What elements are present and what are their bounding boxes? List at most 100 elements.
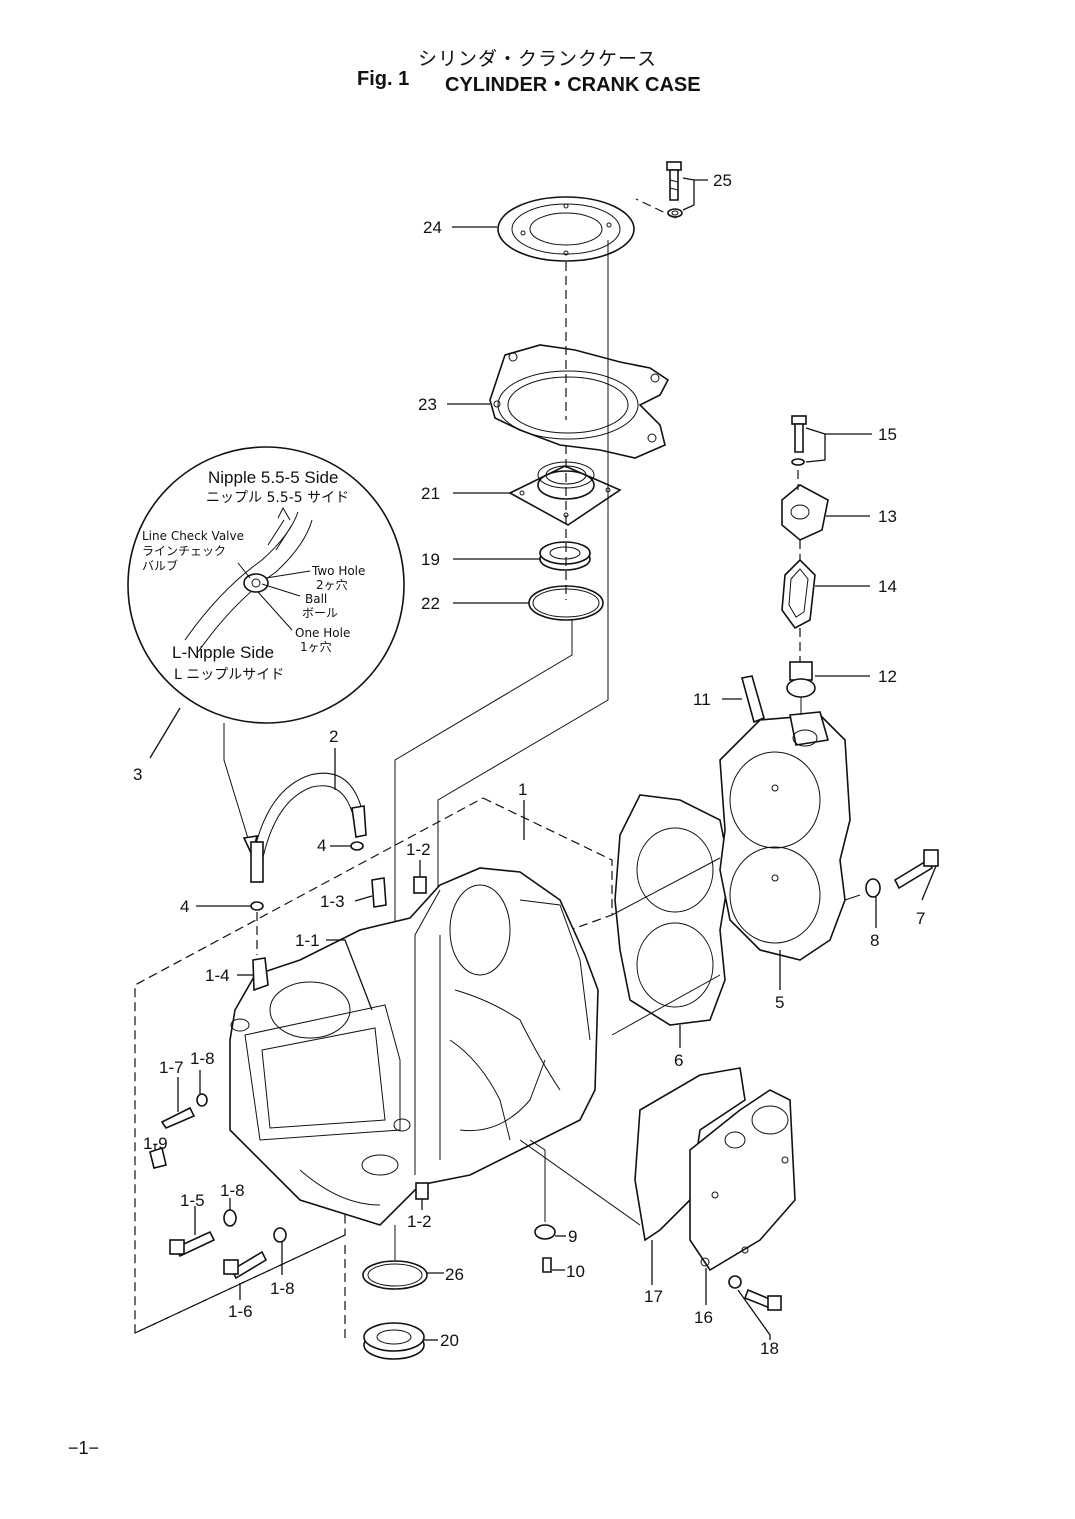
detail-pointer bbox=[223, 723, 251, 846]
label-one-hole-jp: 1ヶ穴 bbox=[300, 639, 332, 654]
alignment-line bbox=[844, 894, 861, 901]
part-11-spark-plug bbox=[741, 675, 765, 724]
callout-5: 5 bbox=[775, 993, 784, 1012]
callout-10: 10 bbox=[566, 1262, 585, 1281]
part-26-o-ring bbox=[362, 1260, 428, 1290]
callout-1-8b: 1-8 bbox=[220, 1181, 245, 1200]
part-1-5-bolt-head bbox=[169, 1239, 185, 1255]
label-check-valve-jp1: ラインチェック bbox=[142, 544, 226, 558]
label-ball-jp: ボール bbox=[302, 606, 338, 620]
label-nipple-side-en: Nipple 5.5-5 Side bbox=[208, 468, 338, 487]
callout-25: 25 bbox=[713, 171, 732, 190]
label-nipple-side-jp: ニップル 5.5-5 サイド bbox=[206, 490, 349, 506]
alignment-line bbox=[519, 1139, 641, 1226]
leader-3 bbox=[149, 707, 181, 759]
part-25-bolt-washer bbox=[666, 161, 683, 218]
callout-24: 24 bbox=[423, 218, 442, 237]
title-japanese: シリンダ・クランクケース bbox=[417, 48, 658, 70]
alignment-line bbox=[529, 1139, 546, 1222]
part-10-screw bbox=[542, 1257, 552, 1273]
callout-12: 12 bbox=[878, 667, 897, 686]
callout-4b: 4 bbox=[180, 897, 189, 916]
part-16-side-cover bbox=[689, 1089, 796, 1272]
guide-line bbox=[394, 620, 573, 960]
part-13-water-cover bbox=[781, 484, 829, 541]
page-number: −1− bbox=[68, 1438, 100, 1458]
part-7-bolt bbox=[893, 858, 934, 890]
part-15-bolt bbox=[794, 423, 804, 453]
part-6-cylinder-gasket bbox=[614, 794, 731, 1026]
part-12-thermostat bbox=[786, 661, 816, 715]
callout-2: 2 bbox=[329, 727, 338, 746]
callout-8: 8 bbox=[870, 931, 879, 950]
part-8-washer bbox=[865, 878, 881, 898]
part-9-grommet bbox=[534, 1224, 556, 1240]
part-7-bolt-head bbox=[923, 849, 939, 867]
part-1-2-dowel-pin bbox=[413, 876, 427, 894]
title-english: CYLINDER・CRANK CASE bbox=[445, 74, 701, 96]
callout-17: 17 bbox=[644, 1287, 663, 1306]
label-check-valve-jp2: バルブ bbox=[142, 558, 178, 573]
part-1-8-washer bbox=[273, 1227, 287, 1243]
part-15-bolt-head bbox=[791, 415, 807, 425]
part-2-hose bbox=[250, 772, 367, 883]
callout-15: 15 bbox=[878, 425, 897, 444]
part-4-clip bbox=[250, 901, 264, 911]
figure-number: Fig. 1 bbox=[357, 68, 410, 90]
callout-18: 18 bbox=[760, 1339, 779, 1358]
part-21-bearing-housing bbox=[508, 461, 622, 526]
callout-1-2a: 1-2 bbox=[406, 840, 431, 859]
detail-circle-check-valve: Nipple 5.5-5 Side ニップル 5.5-5 サイド Line Ch… bbox=[127, 446, 405, 724]
callout-1-6: 1-6 bbox=[228, 1302, 253, 1321]
callout-1-7: 1-7 bbox=[159, 1058, 184, 1077]
callout-1-8a: 1-8 bbox=[190, 1049, 215, 1068]
label-two-hole-en: Two Hole bbox=[311, 564, 365, 578]
part-26-o-ring-inner bbox=[367, 1263, 423, 1287]
alignment-line bbox=[635, 198, 677, 219]
callout-19: 19 bbox=[421, 550, 440, 569]
part-15-washer bbox=[791, 458, 805, 466]
part-1-6-bolt bbox=[230, 1250, 268, 1280]
callout-20: 20 bbox=[440, 1331, 459, 1350]
leader-lines bbox=[154, 177, 937, 1341]
part-18-washer bbox=[728, 1275, 742, 1289]
alignment-line bbox=[611, 974, 721, 1036]
part-1-3-nipple bbox=[371, 877, 387, 908]
callout-1-2b: 1-2 bbox=[407, 1212, 432, 1231]
part-1-8-washer bbox=[196, 1093, 208, 1107]
part-19-oil-seal bbox=[539, 541, 591, 571]
part-1-4-l-nipple bbox=[252, 957, 269, 992]
callout-9: 9 bbox=[568, 1227, 577, 1246]
callout-21: 21 bbox=[421, 484, 440, 503]
callout-1-9: 1-9 bbox=[143, 1134, 168, 1153]
callout-1-3: 1-3 bbox=[320, 892, 345, 911]
label-one-hole-en: One Hole bbox=[295, 626, 350, 640]
callout-22: 22 bbox=[421, 594, 440, 613]
part-5-cylinder-head bbox=[719, 711, 851, 961]
callout-6: 6 bbox=[674, 1051, 683, 1070]
part-24-cover-plate bbox=[497, 196, 635, 262]
callout-1: 1 bbox=[518, 780, 527, 799]
part-18-bolt-head bbox=[767, 1295, 782, 1311]
label-ball-en: Ball bbox=[305, 592, 327, 606]
part-1-6-bolt-head bbox=[223, 1259, 239, 1275]
part-20-oil-seal-bore bbox=[376, 1329, 412, 1345]
part-14-gasket-inner bbox=[788, 568, 809, 618]
callout-1-4: 1-4 bbox=[205, 966, 230, 985]
label-l-nipple-side-jp: L ニップルサイド bbox=[174, 667, 284, 683]
part-1-2-dowel-pin bbox=[415, 1182, 429, 1200]
label-check-valve-en: Line Check Valve bbox=[142, 529, 244, 543]
callout-labels: 25 24 23 21 19 22 15 13 14 12 11 2 3 1 4… bbox=[133, 171, 925, 1358]
part-20-oil-seal-top bbox=[363, 1322, 425, 1352]
part-4-clip bbox=[350, 841, 364, 851]
callout-3: 3 bbox=[133, 765, 142, 784]
callout-1-1: 1-1 bbox=[295, 931, 320, 950]
part-13-water-cover-port bbox=[790, 504, 810, 520]
alignment-line bbox=[611, 857, 721, 916]
label-two-hole-jp: 2ヶ穴 bbox=[316, 577, 348, 592]
callout-23: 23 bbox=[418, 395, 437, 414]
callout-16: 16 bbox=[694, 1308, 713, 1327]
callout-1-8c: 1-8 bbox=[270, 1279, 295, 1298]
part-1-9-plug bbox=[149, 1146, 167, 1169]
